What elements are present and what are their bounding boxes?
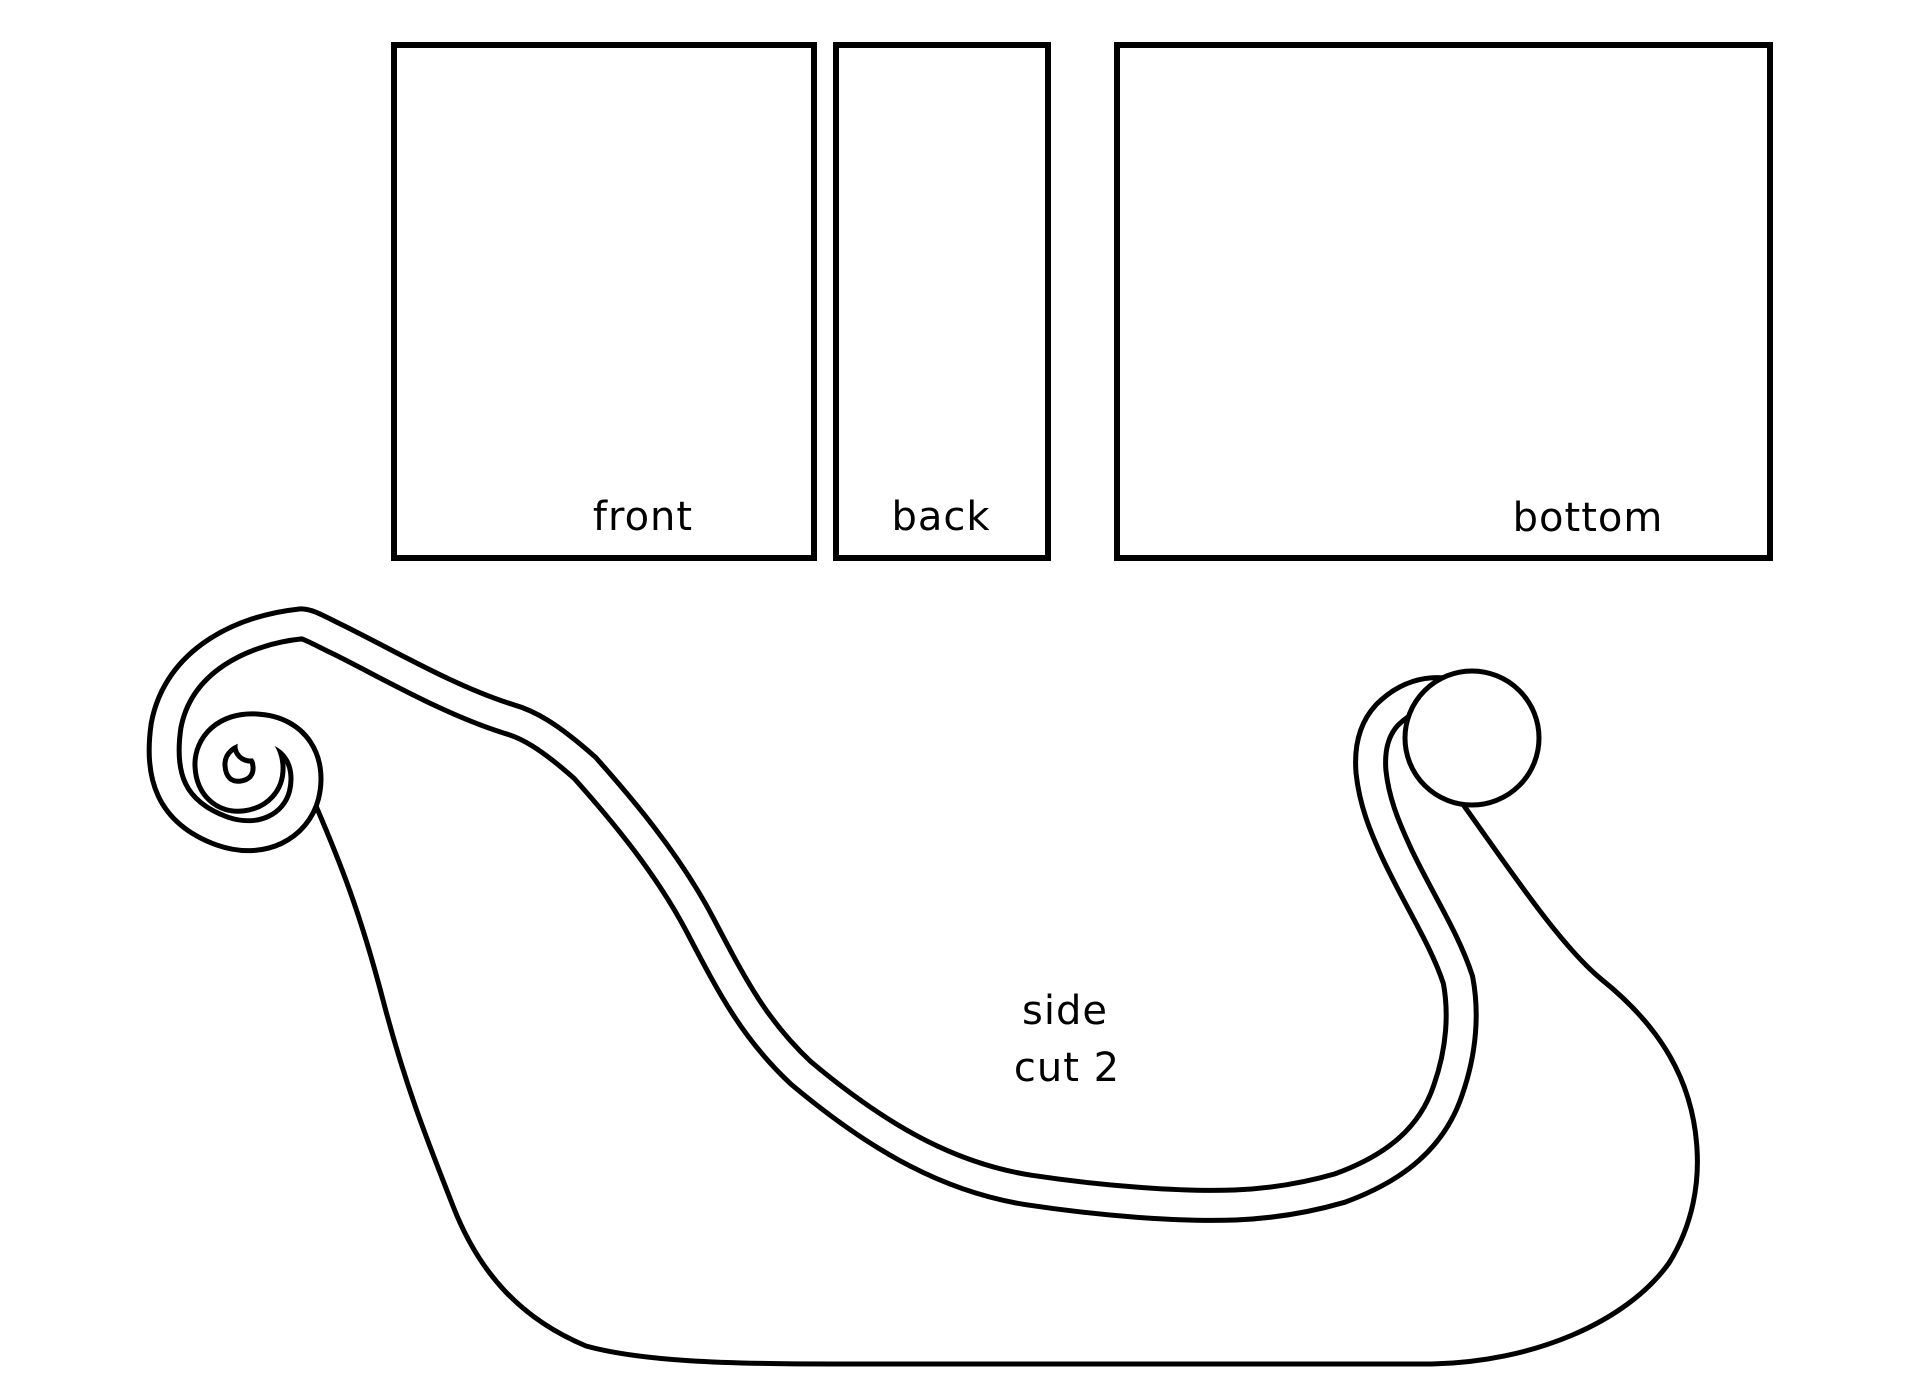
back-piece-rect — [833, 42, 1051, 561]
sleigh-runner-band-channel — [151, 611, 1474, 1218]
front-piece-rect — [391, 42, 817, 561]
sleigh-side-piece — [146, 606, 1700, 1367]
back-piece-label: back — [891, 494, 991, 540]
side-piece-label: side — [1022, 988, 1108, 1034]
side-piece-cut-label: cut 2 — [1013, 1045, 1121, 1091]
sleigh-back-curl-knob — [1402, 668, 1542, 808]
bottom-piece-rect — [1114, 42, 1773, 561]
bottom-piece-label: bottom — [1512, 495, 1664, 541]
front-piece-label: front — [592, 494, 694, 540]
